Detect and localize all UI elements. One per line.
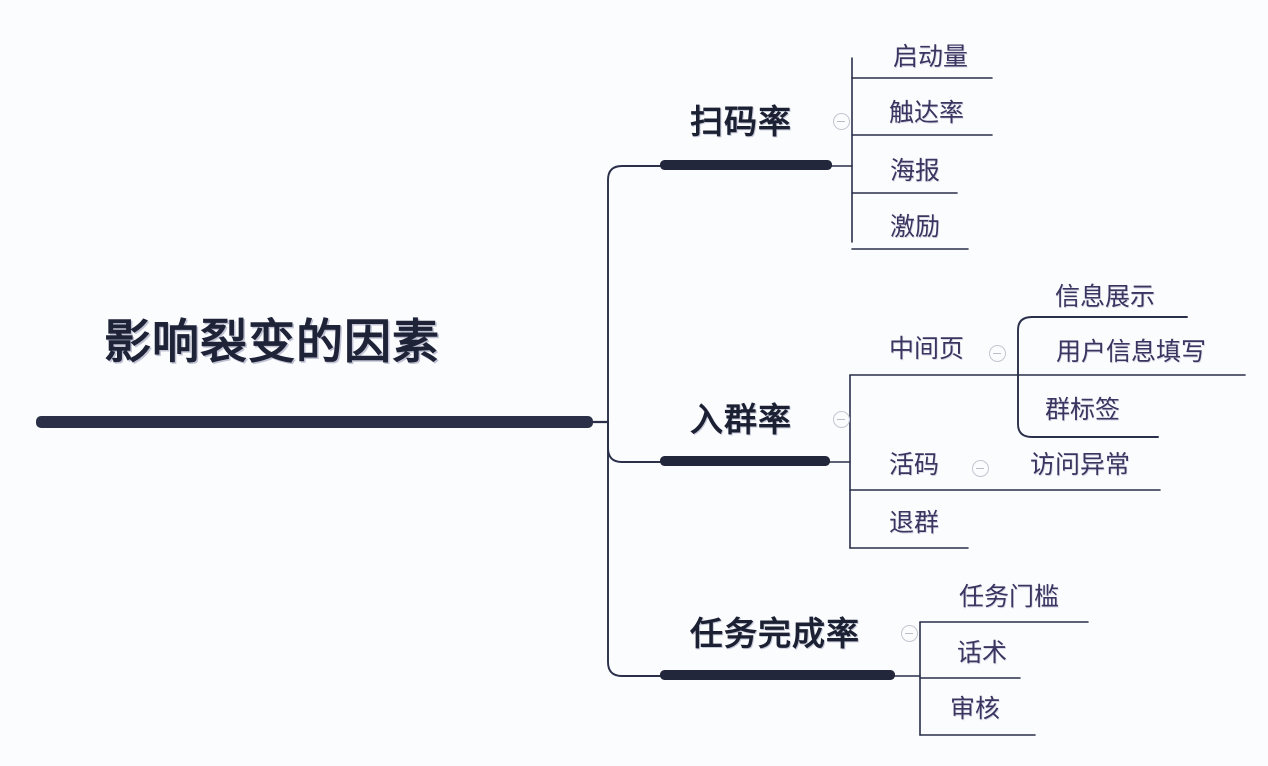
branch-node-3[interactable]: 任务完成率: [690, 615, 860, 652]
collapse-minus-icon-branch-1[interactable]: [833, 113, 850, 130]
branch-bar-2: [660, 456, 830, 466]
branch-bar-3: [660, 670, 895, 680]
child-node-2-1[interactable]: 中间页: [889, 335, 965, 363]
collapse-minus-icon-child-2-1[interactable]: [989, 345, 1006, 362]
child-node-2-1-1[interactable]: 信息展示: [1055, 283, 1156, 311]
child-node-2-1-2[interactable]: 用户信息填写: [1056, 338, 1207, 366]
child-node-2-2-1[interactable]: 访问异常: [1030, 451, 1131, 479]
collapse-minus-icon-branch-3[interactable]: [901, 625, 918, 642]
branch-node-2[interactable]: 入群率: [690, 401, 792, 438]
child-node-1-2[interactable]: 触达率: [889, 99, 965, 127]
child-node-1-3[interactable]: 海报: [890, 157, 941, 185]
child-node-2-1-3[interactable]: 群标签: [1045, 396, 1121, 424]
root-node[interactable]: 影响裂变的因素: [104, 315, 440, 368]
child-node-2-2[interactable]: 活码: [889, 451, 940, 479]
child-node-1-1[interactable]: 启动量: [893, 43, 969, 71]
child-node-3-3[interactable]: 审核: [950, 695, 1001, 723]
child-node-3-2[interactable]: 话术: [957, 639, 1008, 667]
collapse-minus-icon-branch-2[interactable]: [833, 411, 850, 428]
child-node-1-4[interactable]: 激励: [890, 213, 941, 241]
branch-node-1[interactable]: 扫码率: [690, 103, 792, 140]
child-node-2-3[interactable]: 退群: [889, 509, 940, 537]
collapse-minus-icon-child-2-2[interactable]: [972, 460, 989, 477]
child-node-3-1[interactable]: 任务门槛: [959, 583, 1060, 611]
branch-bar-1: [660, 160, 832, 170]
root-bar: [36, 416, 593, 428]
